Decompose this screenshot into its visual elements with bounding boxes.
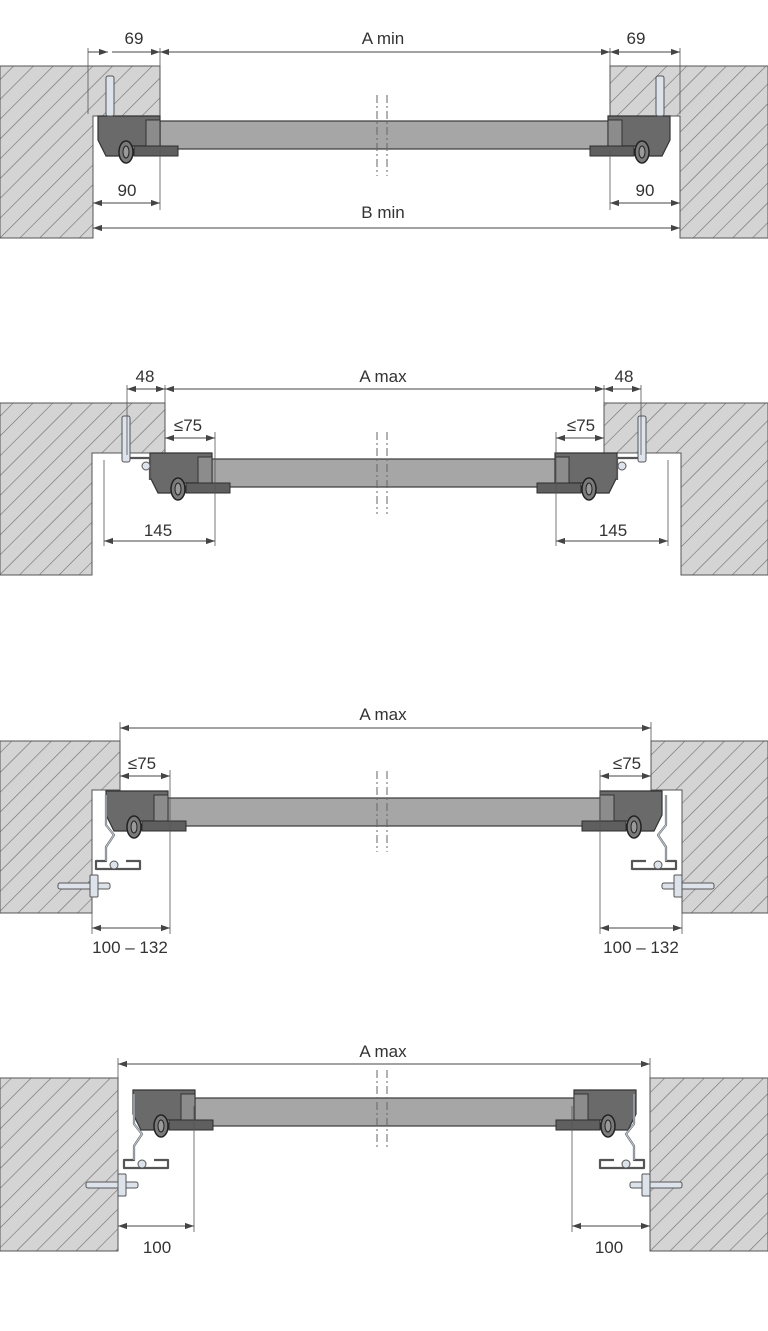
wall-right bbox=[649, 1077, 768, 1252]
dim-label-145-left: 145 bbox=[144, 521, 172, 540]
dim-label-69-right: 69 bbox=[627, 29, 646, 48]
dim-label-69-left: 69 bbox=[125, 29, 144, 48]
dim-label-48-right: 48 bbox=[615, 367, 634, 386]
panel-3: A max ≤75 ≤75 100 – 132 100 – 132 bbox=[0, 705, 768, 957]
dim-label-100-right: 100 bbox=[595, 1238, 623, 1257]
wall-left bbox=[0, 402, 166, 576]
dim-label-le75-right: ≤75 bbox=[567, 416, 595, 435]
dim-label-a-max: A max bbox=[359, 367, 407, 386]
dim-label-90-left: 90 bbox=[118, 181, 137, 200]
dim-label-90-right: 90 bbox=[636, 181, 655, 200]
wall-right bbox=[603, 402, 768, 576]
panel-4: A max 100 100 bbox=[0, 1042, 768, 1257]
rail bbox=[204, 458, 563, 488]
dim-label-le75-right: ≤75 bbox=[613, 754, 641, 773]
dim-label-a-min: A min bbox=[362, 29, 405, 48]
rail bbox=[159, 797, 611, 827]
dim-label-b-min: B min bbox=[361, 203, 404, 222]
dim-label-le75-left: ≤75 bbox=[174, 416, 202, 435]
dim-label-48-left: 48 bbox=[136, 367, 155, 386]
dim-label-le75-left: ≤75 bbox=[128, 754, 156, 773]
dim-label-100-132-right: 100 – 132 bbox=[603, 938, 679, 957]
dim-label-100-left: 100 bbox=[143, 1238, 171, 1257]
dim-label-a-max: A max bbox=[359, 705, 407, 724]
rail bbox=[184, 1097, 581, 1127]
panel-2: 48 A max 48 ≤75 ≤75 145 145 bbox=[0, 367, 768, 576]
dim-label-a-max: A max bbox=[359, 1042, 407, 1061]
rail bbox=[159, 120, 611, 150]
panel-1: 69 A min 69 90 90 B min bbox=[0, 29, 768, 239]
dim-label-145-right: 145 bbox=[599, 521, 627, 540]
wall-left bbox=[0, 1077, 119, 1252]
dim-label-100-132-left: 100 – 132 bbox=[92, 938, 168, 957]
